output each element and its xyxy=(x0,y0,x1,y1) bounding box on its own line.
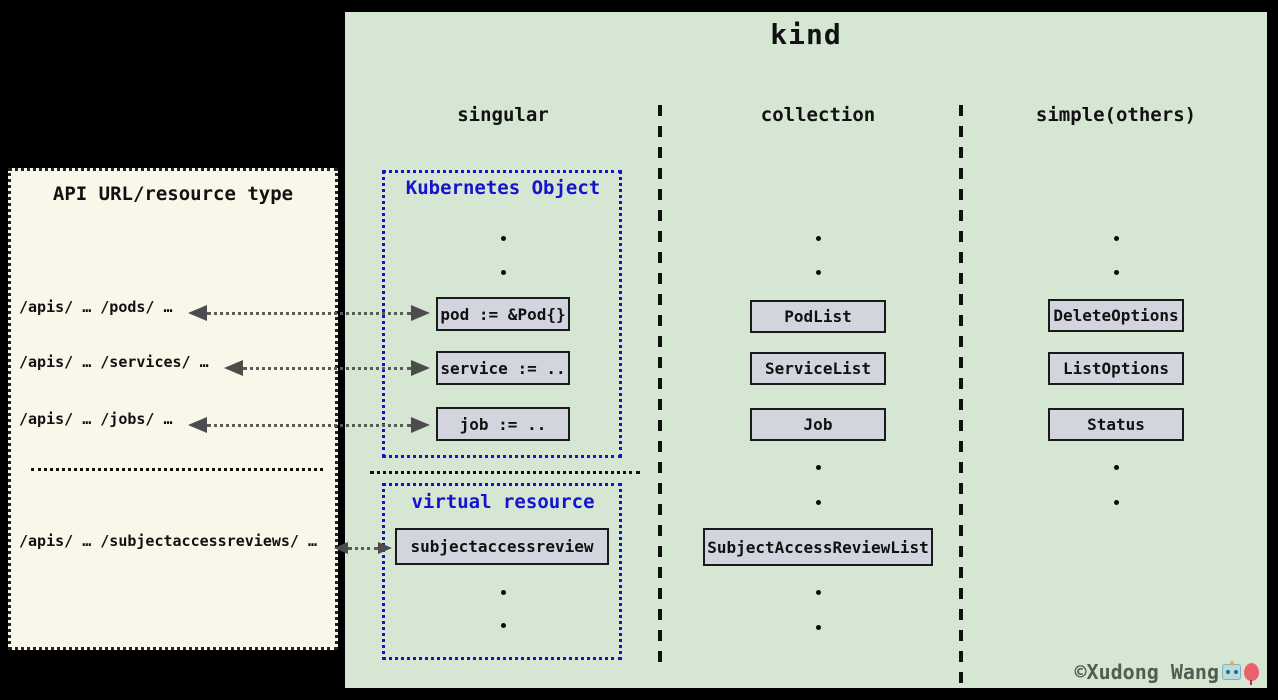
arrowhead-right-icon xyxy=(411,305,430,321)
servicelist-box: ServiceList xyxy=(750,352,886,385)
column-divider-2 xyxy=(959,105,963,683)
subjectaccessreview-box: subjectaccessreview xyxy=(395,528,609,565)
api-row-services: /apis/ … /services/ … xyxy=(19,353,209,371)
ellipsis-dot xyxy=(1114,270,1119,275)
deleteoptions-box: DeleteOptions xyxy=(1048,299,1184,332)
kind-title: kind xyxy=(770,18,842,51)
listoptions-box: ListOptions xyxy=(1048,352,1184,385)
arrow-subjectaccessreviews xyxy=(334,538,392,558)
arrowhead-left-icon xyxy=(188,305,207,321)
pod-box: pod := &Pod{} xyxy=(436,297,570,331)
arrow-shaft xyxy=(207,423,411,427)
arrowhead-right-icon xyxy=(411,417,430,433)
arrow-jobs xyxy=(188,415,430,435)
ellipsis-dot xyxy=(501,623,506,628)
service-box: service := .. xyxy=(436,351,570,385)
kind-panel: kind singular collection simple(others) … xyxy=(345,12,1267,688)
kubernetes-object-label: Kubernetes Object xyxy=(405,177,601,199)
ellipsis-dot xyxy=(816,590,821,595)
ellipsis-dot xyxy=(816,270,821,275)
arrow-services xyxy=(224,358,430,378)
column-header-simple: simple(others) xyxy=(1035,104,1197,126)
ellipsis-dot xyxy=(501,270,506,275)
balloon-icon xyxy=(1244,663,1259,685)
arrowhead-left-icon xyxy=(188,417,207,433)
api-row-pods: /apis/ … /pods/ … xyxy=(19,298,173,316)
status-box: Status xyxy=(1048,408,1184,441)
arrowhead-left-icon xyxy=(224,360,243,376)
subjectaccessreviewlist-box: SubjectAccessReviewList xyxy=(703,528,933,566)
ellipsis-dot xyxy=(1114,500,1119,505)
ellipsis-dot xyxy=(816,236,821,241)
virtual-resource-group xyxy=(382,483,622,660)
api-row-jobs: /apis/ … /jobs/ … xyxy=(19,410,173,428)
robot-icon xyxy=(1222,661,1241,680)
job-collection-box: Job xyxy=(750,408,886,441)
ellipsis-dot xyxy=(1114,465,1119,470)
ellipsis-dot xyxy=(816,500,821,505)
ellipsis-dot xyxy=(1114,236,1119,241)
job-box: job := .. xyxy=(436,407,570,441)
column-divider-1 xyxy=(658,105,662,669)
api-panel-divider xyxy=(31,468,323,471)
ellipsis-dot xyxy=(816,625,821,630)
arrowhead-left-icon xyxy=(334,542,348,554)
arrow-shaft xyxy=(207,311,411,315)
ellipsis-dot xyxy=(501,590,506,595)
api-panel-title: API URL/resource type xyxy=(52,183,294,205)
column-header-collection: collection xyxy=(760,104,876,126)
arrowhead-right-icon xyxy=(378,542,392,554)
arrow-shaft xyxy=(348,546,378,550)
arrow-shaft xyxy=(243,366,411,370)
virtual-resource-label: virtual resource xyxy=(411,491,595,513)
api-row-subjectaccessreviews: /apis/ … /subjectaccessreviews/ … xyxy=(19,532,318,550)
credit-text: ©Xudong Wang xyxy=(1074,660,1220,684)
ellipsis-dot xyxy=(816,465,821,470)
arrow-pods xyxy=(188,303,430,323)
api-url-panel: API URL/resource type /apis/ … /pods/ … … xyxy=(8,168,338,650)
column-header-singular: singular xyxy=(457,104,549,126)
ellipsis-dot xyxy=(501,236,506,241)
podlist-box: PodList xyxy=(750,300,886,333)
resource-type-divider xyxy=(370,471,640,474)
arrowhead-right-icon xyxy=(411,360,430,376)
credit: ©Xudong Wang xyxy=(1074,660,1259,685)
